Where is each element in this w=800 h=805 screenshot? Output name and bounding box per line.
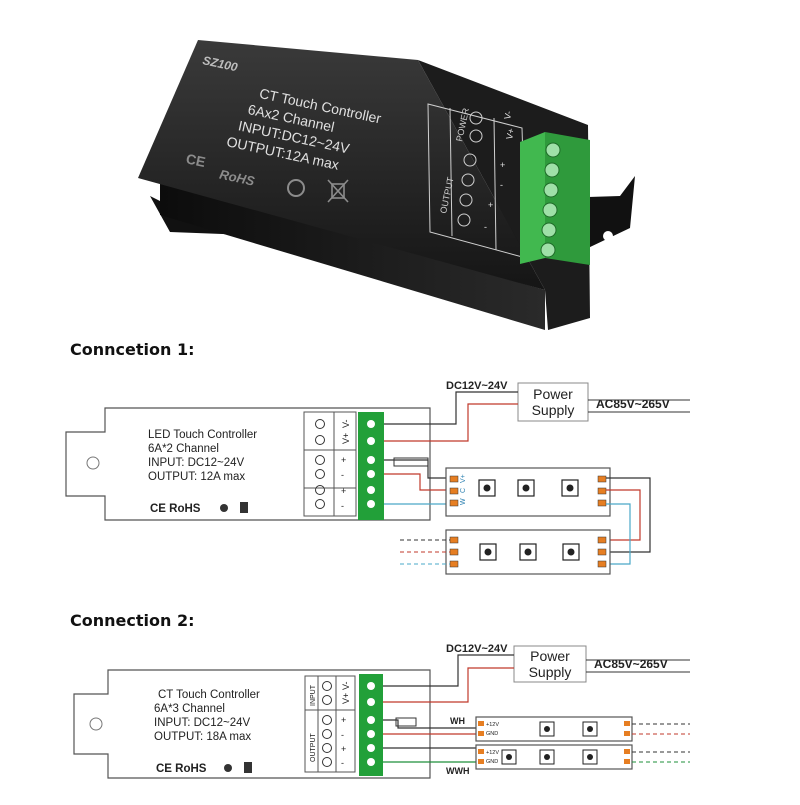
- power-supply-box: [513, 645, 587, 683]
- photo-sign-vminus: V-: [502, 110, 514, 120]
- recycle-icon: [220, 504, 228, 512]
- box-front-face: [160, 180, 545, 330]
- photo-sign-plus: +: [488, 200, 493, 210]
- sign-minus: -: [341, 501, 344, 511]
- recycle-icon: [224, 764, 232, 772]
- dc-voltage-label: DC12V~24V: [446, 643, 508, 655]
- controller-line-4: OUTPUT: 12A max: [148, 471, 245, 483]
- controller-outline: [73, 669, 431, 779]
- strip-pin-12v: +12V: [486, 750, 499, 756]
- sign-vplus: V+: [341, 433, 351, 444]
- led-strip-1: W C V+: [445, 467, 611, 517]
- marks-label: CE RoHS: [156, 763, 207, 775]
- controller-line-2: 6A*2 Channel: [148, 443, 219, 455]
- connection2-diagram: CT Touch Controller 6A*3 Channel INPUT: …: [73, 643, 690, 779]
- connection1-diagram: LED Touch Controller 6A*2 Channel INPUT:…: [65, 380, 690, 575]
- green-terminal-block: [520, 132, 590, 265]
- strip-pin-12v: +12V: [486, 722, 499, 728]
- output-label: OUTPUT: [310, 733, 317, 763]
- weee-bin-icon: [240, 502, 248, 513]
- weee-bin-icon: [327, 179, 349, 203]
- box-top-face: [138, 40, 545, 290]
- led-strip-wwh: +12V GND: [475, 744, 633, 770]
- controller-outline: [65, 407, 431, 521]
- terminal-panel: [304, 675, 356, 773]
- sign-plus: +: [341, 715, 346, 725]
- sign-minus: -: [341, 730, 344, 740]
- connection2-title: Connection 2:: [70, 611, 195, 630]
- wire-label-wh: WH: [450, 716, 465, 726]
- controller-line-4: OUTPUT: 18A max: [154, 731, 251, 743]
- photo-sign-minus: -: [500, 180, 503, 190]
- screw-icon: [459, 193, 473, 207]
- sign-minus: -: [341, 758, 344, 768]
- sign-vminus: V-: [341, 419, 351, 428]
- controller-line-3: INPUT: DC12~24V: [148, 457, 245, 469]
- controller-line-2: 6A*3 Channel: [154, 703, 225, 715]
- strip-pin-gnd: GND: [486, 759, 498, 765]
- screw-icon: [469, 111, 483, 125]
- ac-voltage-label: AC85V~265V: [596, 397, 670, 411]
- product-photo: SZ100 CT Touch Controller 6Ax2 Channel I…: [138, 40, 635, 330]
- strip-pin-w: W: [460, 498, 467, 505]
- terminal-panel: [303, 411, 357, 517]
- screw-icon: [469, 129, 483, 143]
- mount-hole: [86, 456, 100, 470]
- photo-sign-vplus: V+: [504, 127, 516, 140]
- sign-vplus: V+: [341, 693, 351, 704]
- marks-label: CE RoHS: [150, 503, 201, 515]
- dc-voltage-label: DC12V~24V: [446, 380, 508, 392]
- mount-hole: [603, 231, 613, 241]
- sign-plus: +: [341, 744, 346, 754]
- power-supply-line-2: Supply: [529, 664, 572, 680]
- power-supply-line-2: Supply: [532, 402, 575, 418]
- sign-plus: +: [341, 486, 346, 496]
- mount-hole: [89, 717, 103, 731]
- screw-icon: [463, 153, 477, 167]
- sign-plus: +: [341, 455, 346, 465]
- photo-sign-minus: -: [484, 222, 487, 232]
- controller-line-1: LED Touch Controller: [148, 429, 257, 441]
- power-supply-box: [517, 382, 589, 422]
- ce-mark: CE: [185, 150, 207, 170]
- weee-bin-icon: [244, 762, 252, 773]
- sign-vminus: V-: [341, 681, 351, 690]
- led-strip-2: [445, 529, 611, 575]
- controller-line-3: INPUT: DC12~24V: [154, 717, 251, 729]
- controller-line-1: CT Touch Controller: [158, 689, 260, 701]
- strip-pin-vplus: V+: [460, 474, 467, 483]
- rohs-mark: RoHS: [218, 167, 256, 189]
- strip-pin-c: C: [460, 488, 467, 493]
- recycle-icon: [287, 179, 305, 197]
- connection1-title: Conncetion 1:: [70, 340, 195, 359]
- strip-pin-gnd: GND: [486, 731, 498, 737]
- input-label: INPUT: [310, 684, 317, 706]
- power-supply-line-1: Power: [533, 386, 573, 402]
- led-strip-wh: +12V GND: [475, 716, 633, 742]
- box-end-face: [418, 60, 590, 330]
- photo-sign-plus: +: [500, 160, 505, 170]
- wire-label-wwh: WWH: [446, 766, 470, 776]
- screw-icon: [461, 173, 475, 187]
- screw-icon: [457, 213, 471, 227]
- ac-voltage-label: AC85V~265V: [594, 657, 668, 671]
- power-supply-line-1: Power: [530, 648, 570, 664]
- sign-minus: -: [341, 470, 344, 480]
